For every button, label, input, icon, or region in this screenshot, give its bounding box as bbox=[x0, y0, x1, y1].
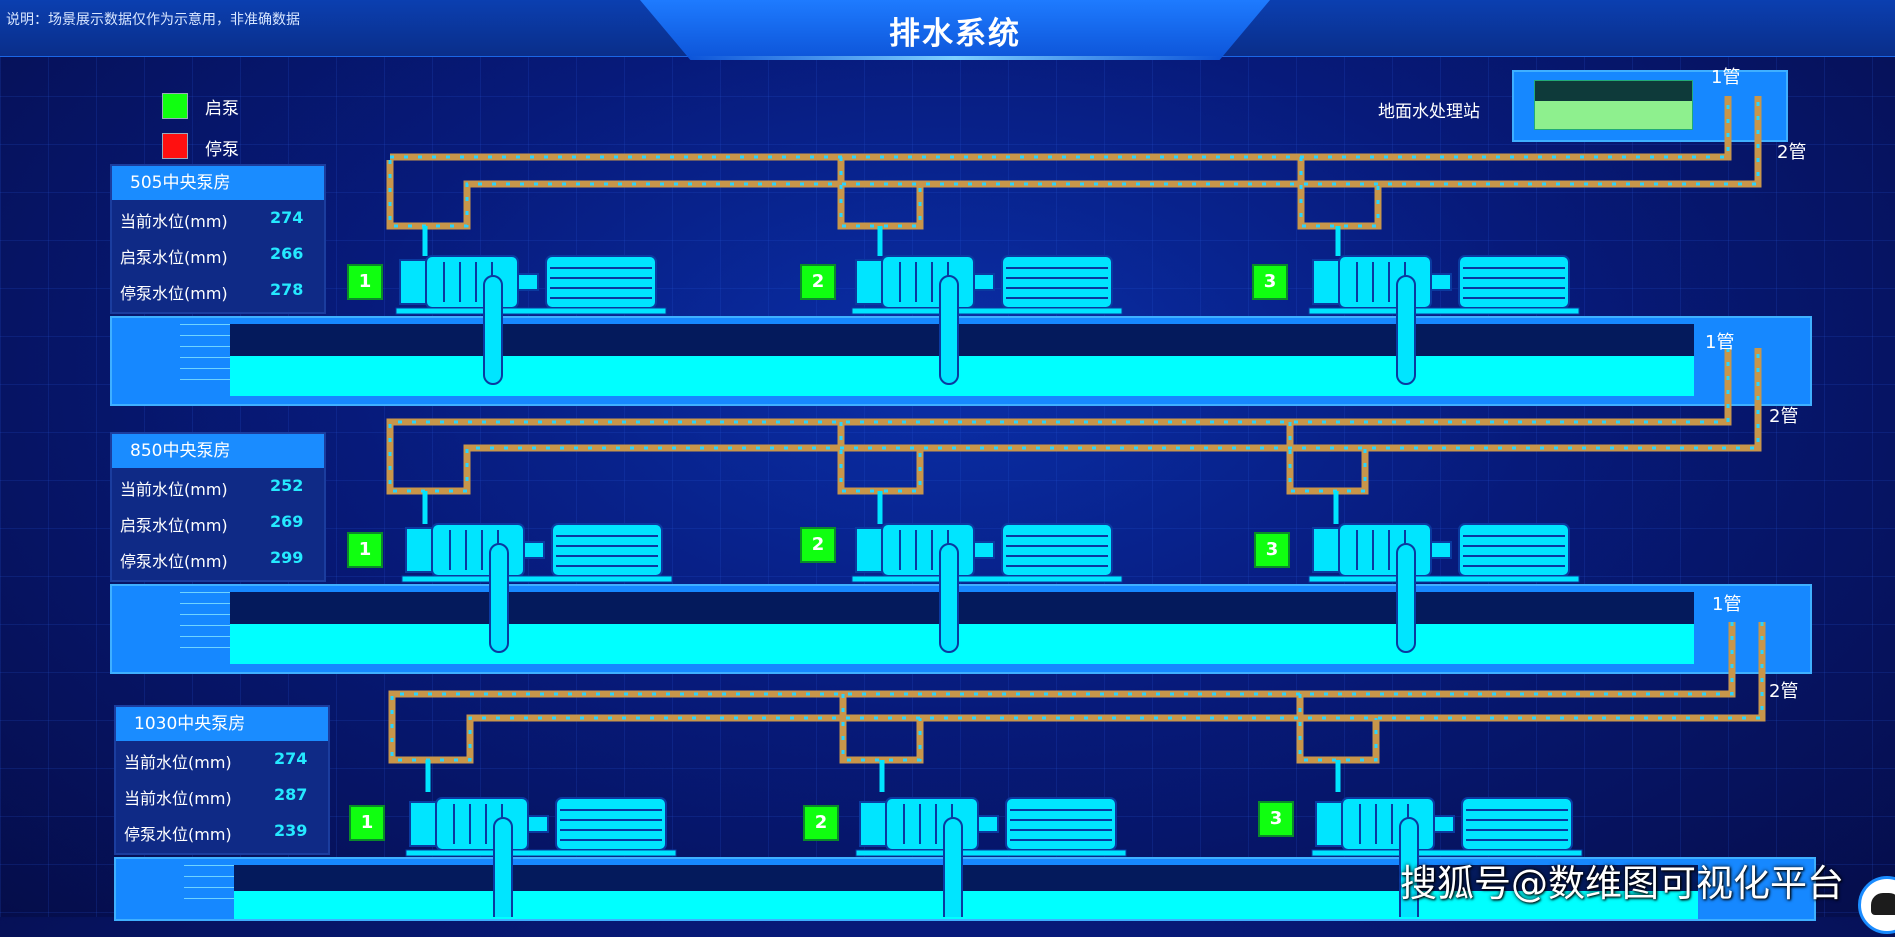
row-value: 239 bbox=[274, 821, 308, 840]
panel-row: 当前水位(mm) 252 bbox=[112, 468, 324, 504]
pump-room-panel-850[interactable]: 850中央泵房 当前水位(mm) 252 启泵水位(mm) 269 停泵水位(mm)… bbox=[110, 432, 326, 582]
row-value: 278 bbox=[270, 280, 304, 299]
sump-interior bbox=[230, 324, 1694, 396]
pump-unit bbox=[851, 255, 1123, 385]
row-value: 269 bbox=[270, 512, 304, 531]
pump-unit bbox=[1308, 255, 1580, 385]
row-value: 266 bbox=[270, 244, 304, 263]
panel-row: 当前水位(mm) 274 bbox=[112, 200, 324, 236]
page-title: 排水系统 bbox=[889, 16, 1021, 52]
pump-unit bbox=[851, 523, 1123, 653]
sump-water-level bbox=[230, 356, 1694, 396]
panel-row: 停泵水位(mm) 239 bbox=[116, 813, 328, 849]
station-water-level bbox=[1535, 101, 1692, 129]
pump-status-badge[interactable]: 1 bbox=[347, 532, 383, 568]
row-label: 停泵水位(mm) bbox=[120, 552, 228, 571]
pump-room-title: 505中央泵房 bbox=[112, 166, 324, 200]
pump-room-title: 1030中央泵房 bbox=[116, 707, 328, 741]
pipe-1-label: 1管 bbox=[1711, 67, 1741, 88]
sump-tank-850 bbox=[110, 584, 1812, 674]
sump-water-level bbox=[234, 891, 1698, 919]
row-label: 启泵水位(mm) bbox=[120, 516, 228, 535]
pipe-network bbox=[386, 96, 1766, 917]
sump-tank-1030 bbox=[114, 857, 1816, 921]
pump-unit bbox=[1308, 523, 1580, 653]
row-value: 287 bbox=[274, 785, 308, 804]
row-label: 当前水位(mm) bbox=[120, 212, 228, 231]
level-scale bbox=[180, 592, 230, 664]
legend-running-label: 启泵 bbox=[205, 99, 239, 119]
pump-room-panel-505[interactable]: 505中央泵房 当前水位(mm) 274 启泵水位(mm) 266 停泵水位(mm)… bbox=[110, 164, 326, 314]
row-value: 274 bbox=[270, 208, 304, 227]
row-label: 停泵水位(mm) bbox=[120, 284, 228, 303]
pump-unit bbox=[401, 523, 673, 653]
pump-status-badge[interactable]: 2 bbox=[800, 264, 836, 300]
panel-row: 停泵水位(mm) 299 bbox=[112, 540, 324, 576]
row-label: 当前水位(mm) bbox=[120, 480, 228, 499]
sump-interior bbox=[230, 592, 1694, 664]
sump-water-level bbox=[230, 624, 1694, 664]
station-level-window bbox=[1534, 80, 1693, 130]
sump-tank-505 bbox=[110, 316, 1812, 406]
pipe-1-label: 1管 bbox=[1712, 594, 1742, 615]
station-label: 地面水处理站 bbox=[1378, 102, 1480, 122]
pipe-1-label: 1管 bbox=[1705, 332, 1735, 353]
legend-stopped-label: 停泵 bbox=[205, 140, 239, 160]
title-banner bbox=[640, 0, 1270, 60]
pipe-2-label: 2管 bbox=[1769, 406, 1799, 427]
row-label: 当前水位(mm) bbox=[124, 753, 232, 772]
row-label: 启泵水位(mm) bbox=[120, 248, 228, 267]
pipe-2-label: 2管 bbox=[1777, 142, 1807, 163]
pump-room-panel-1030[interactable]: 1030中央泵房 当前水位(mm) 274 当前水位(mm) 287 停泵水位(mm… bbox=[114, 705, 330, 855]
treatment-station-tank[interactable] bbox=[1512, 70, 1788, 142]
panel-row: 当前水位(mm) 287 bbox=[116, 777, 328, 813]
pump-status-badge[interactable]: 3 bbox=[1254, 532, 1290, 568]
pump-status-badge[interactable]: 3 bbox=[1258, 801, 1294, 837]
level-scale bbox=[180, 324, 230, 396]
pump-room-title: 850中央泵房 bbox=[112, 434, 324, 468]
pipe-2-label: 2管 bbox=[1769, 681, 1799, 702]
pump-unit bbox=[395, 255, 667, 385]
row-label: 当前水位(mm) bbox=[124, 789, 232, 808]
pump-status-badge[interactable]: 3 bbox=[1252, 264, 1288, 300]
disclaimer-note: 说明：场景展示数据仅作为示意用，非准确数据 bbox=[6, 12, 300, 28]
title-glow bbox=[690, 56, 1220, 60]
panel-row: 停泵水位(mm) 278 bbox=[112, 272, 324, 308]
row-label: 停泵水位(mm) bbox=[124, 825, 232, 844]
level-scale bbox=[184, 865, 234, 937]
panel-row: 启泵水位(mm) 269 bbox=[112, 504, 324, 540]
legend-running-swatch bbox=[162, 93, 188, 119]
pump-status-badge[interactable]: 2 bbox=[803, 805, 839, 841]
sump-interior bbox=[234, 865, 1698, 919]
panel-row: 当前水位(mm) 274 bbox=[116, 741, 328, 777]
panel-row: 启泵水位(mm) 266 bbox=[112, 236, 324, 272]
pump-status-badge[interactable]: 1 bbox=[347, 264, 383, 300]
row-value: 299 bbox=[270, 548, 304, 567]
row-value: 274 bbox=[274, 749, 308, 768]
watermark-text: 搜狐号@数维图可视化平台 bbox=[1400, 862, 1844, 905]
row-value: 252 bbox=[270, 476, 304, 495]
pump-status-badge[interactable]: 2 bbox=[800, 527, 836, 563]
pump-unit bbox=[405, 797, 677, 917]
pump-unit bbox=[855, 797, 1127, 917]
legend-stopped-swatch bbox=[162, 133, 188, 159]
pump-status-badge[interactable]: 1 bbox=[349, 805, 385, 841]
